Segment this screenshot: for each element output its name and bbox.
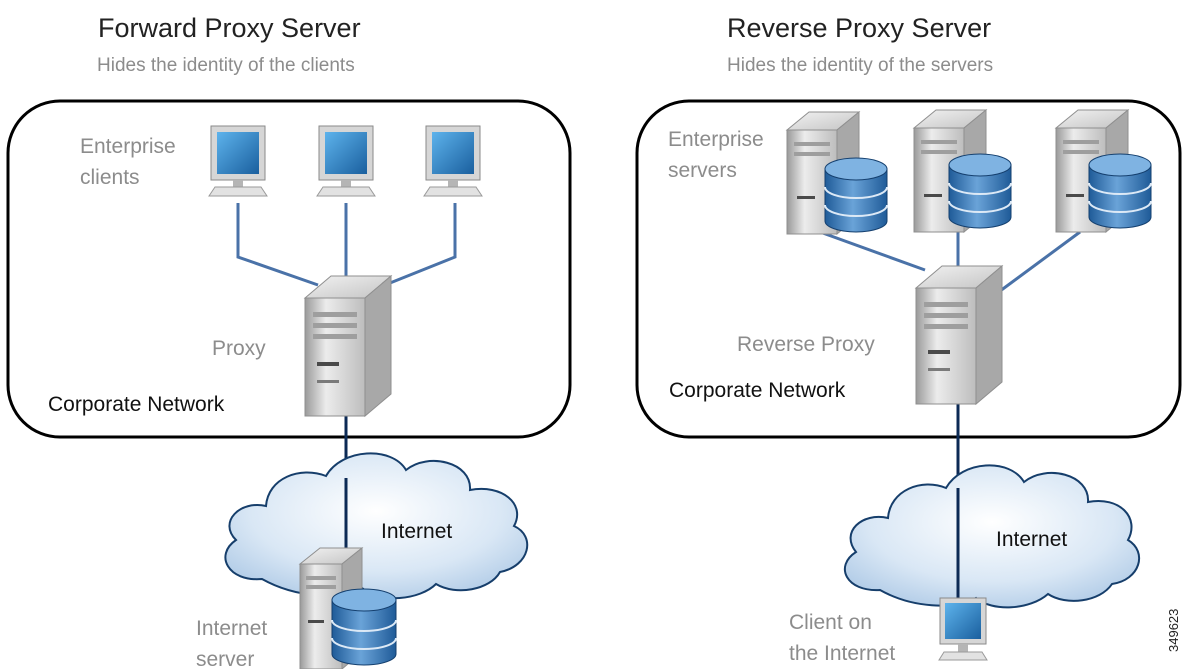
forward-clients-label-line-1: Enterprise xyxy=(80,135,176,158)
tower-server-icon xyxy=(914,264,1004,406)
reverse-title: Reverse Proxy Server xyxy=(727,13,991,43)
reverse-link-server-1 xyxy=(819,230,926,272)
figure-id: 349623 xyxy=(1166,609,1181,652)
reverse-proxy-panel: Reverse Proxy Server Hides the identity … xyxy=(635,13,1182,665)
forward-proxy-label: Proxy xyxy=(212,337,266,360)
cloud-icon xyxy=(844,464,1140,609)
reverse-client-label-line-2: the Internet xyxy=(789,642,895,665)
reverse-subtitle: Hides the identity of the servers xyxy=(727,55,993,76)
database-icon xyxy=(824,157,888,233)
forward-subtitle: Hides the identity of the clients xyxy=(97,55,355,76)
forward-link-client-3 xyxy=(384,203,457,287)
monitor-icon xyxy=(423,125,483,197)
reverse-corporate-network-box xyxy=(635,99,1182,439)
monitor-icon xyxy=(938,597,988,661)
reverse-servers-label-line-2: servers xyxy=(668,159,737,182)
forward-proxy-panel: Forward Proxy Server Hides the identity … xyxy=(6,13,572,669)
database-icon xyxy=(948,153,1012,229)
reverse-internet-label: Internet xyxy=(996,528,1067,551)
forward-internet-label: Internet xyxy=(381,520,452,543)
reverse-proxy-label: Reverse Proxy xyxy=(737,333,875,356)
database-icon xyxy=(1088,153,1152,229)
forward-title: Forward Proxy Server xyxy=(98,13,361,43)
forward-link-client-1 xyxy=(236,203,319,287)
monitor-icon xyxy=(316,125,376,197)
reverse-servers-label-line-1: Enterprise xyxy=(668,128,764,151)
cloud-icon xyxy=(224,452,529,600)
forward-corporate-network-box xyxy=(6,99,572,439)
tower-server-icon xyxy=(303,274,393,418)
forward-clients-label-line-2: clients xyxy=(80,166,140,189)
reverse-client-label-line-1: Client on xyxy=(789,611,872,634)
reverse-link-server-3 xyxy=(995,230,1081,296)
forward-network-label: Corporate Network xyxy=(48,393,225,416)
reverse-network-label: Corporate Network xyxy=(669,379,846,402)
forward-server-label-line-2: server xyxy=(196,648,254,669)
monitor-icon xyxy=(208,125,268,197)
forward-server-label-line-1: Internet xyxy=(196,617,267,640)
database-icon xyxy=(331,588,397,666)
